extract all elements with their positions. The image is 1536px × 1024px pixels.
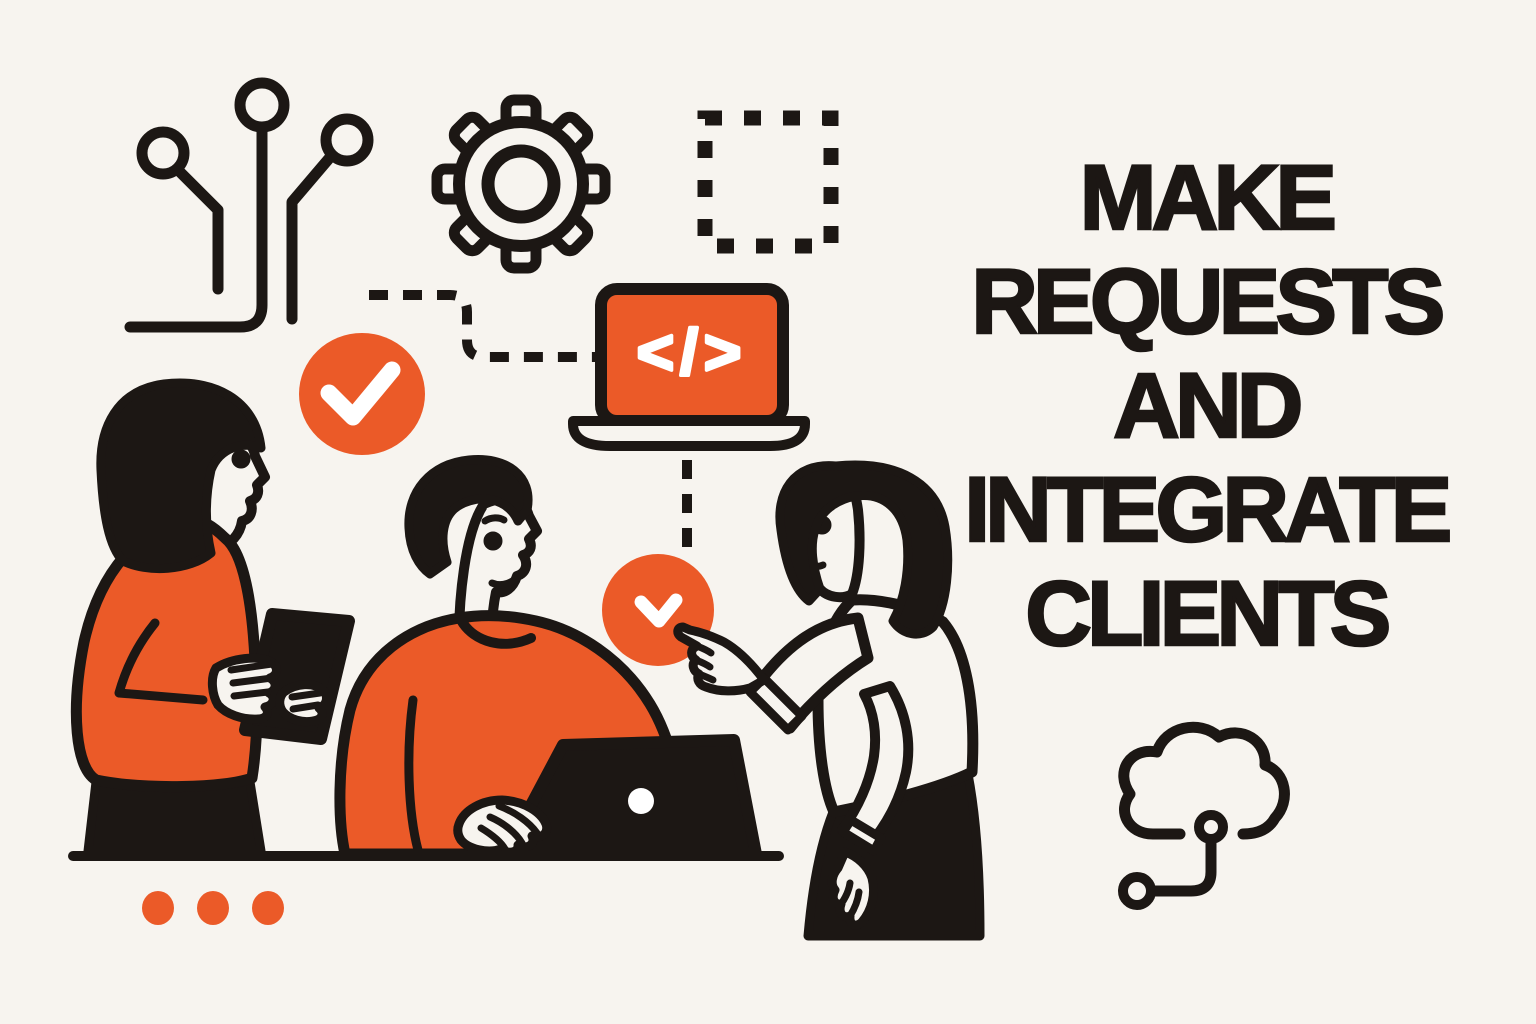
headline-line: INTEGRATE <box>963 458 1454 563</box>
circuit-node <box>320 113 374 167</box>
finger-lines <box>477 802 541 853</box>
circuit-node <box>136 126 190 180</box>
collar <box>456 615 536 649</box>
figure-man-at-laptop <box>334 454 762 860</box>
hair <box>404 454 533 579</box>
dashed-square-icon <box>697 110 839 254</box>
check-circle-icon <box>299 333 425 455</box>
finger-lines <box>227 660 276 700</box>
sweater <box>70 513 263 793</box>
eye <box>231 449 251 469</box>
laptop-base <box>568 416 810 451</box>
code-laptop-icon: </> <box>568 283 810 451</box>
headline: MAKE REQUESTS AND INTEGRATE CLIENTS <box>950 146 1462 667</box>
circuit-node <box>234 77 290 133</box>
finger-lines <box>692 642 717 684</box>
laptop-logo <box>628 788 654 814</box>
circuit-trace-left <box>172 164 224 295</box>
headline-line: REQUESTS <box>970 250 1446 355</box>
check-mark-icon <box>320 361 401 426</box>
mouth <box>488 575 519 589</box>
figure-woman-with-tablet <box>70 378 355 856</box>
cloud-outline <box>1118 721 1290 840</box>
connector-node <box>1118 872 1156 910</box>
check-mark-icon <box>634 593 683 628</box>
eyebrow <box>481 514 508 525</box>
arm-seam <box>404 695 423 855</box>
skirt <box>83 777 266 856</box>
headline-line: MAKE <box>1078 146 1338 251</box>
arm-seam <box>114 618 208 705</box>
cuff <box>838 815 886 856</box>
dot <box>252 891 284 925</box>
finger-lines <box>288 689 324 713</box>
ellipsis-dots <box>142 891 284 925</box>
circuit-nodes-icon <box>124 77 374 333</box>
connector-trace <box>1147 834 1217 897</box>
circuit-trace-middle <box>124 122 268 333</box>
dashed-connector-left <box>369 290 596 362</box>
circuit-trace-right <box>286 149 338 325</box>
dot <box>197 891 229 925</box>
gear-hole <box>481 144 561 224</box>
eye <box>483 531 503 551</box>
dot <box>142 891 174 925</box>
cloud-connector-icon <box>1118 721 1290 910</box>
headline-line: AND <box>1112 354 1305 459</box>
hair <box>96 378 266 574</box>
hair <box>775 460 953 639</box>
headline-line: CLIENTS <box>1024 562 1393 667</box>
gear-icon <box>431 94 611 274</box>
pointing-hand <box>673 622 769 696</box>
figure-woman-pointing <box>673 460 985 941</box>
code-symbol: </> <box>637 316 748 388</box>
finger-lines <box>837 879 863 920</box>
